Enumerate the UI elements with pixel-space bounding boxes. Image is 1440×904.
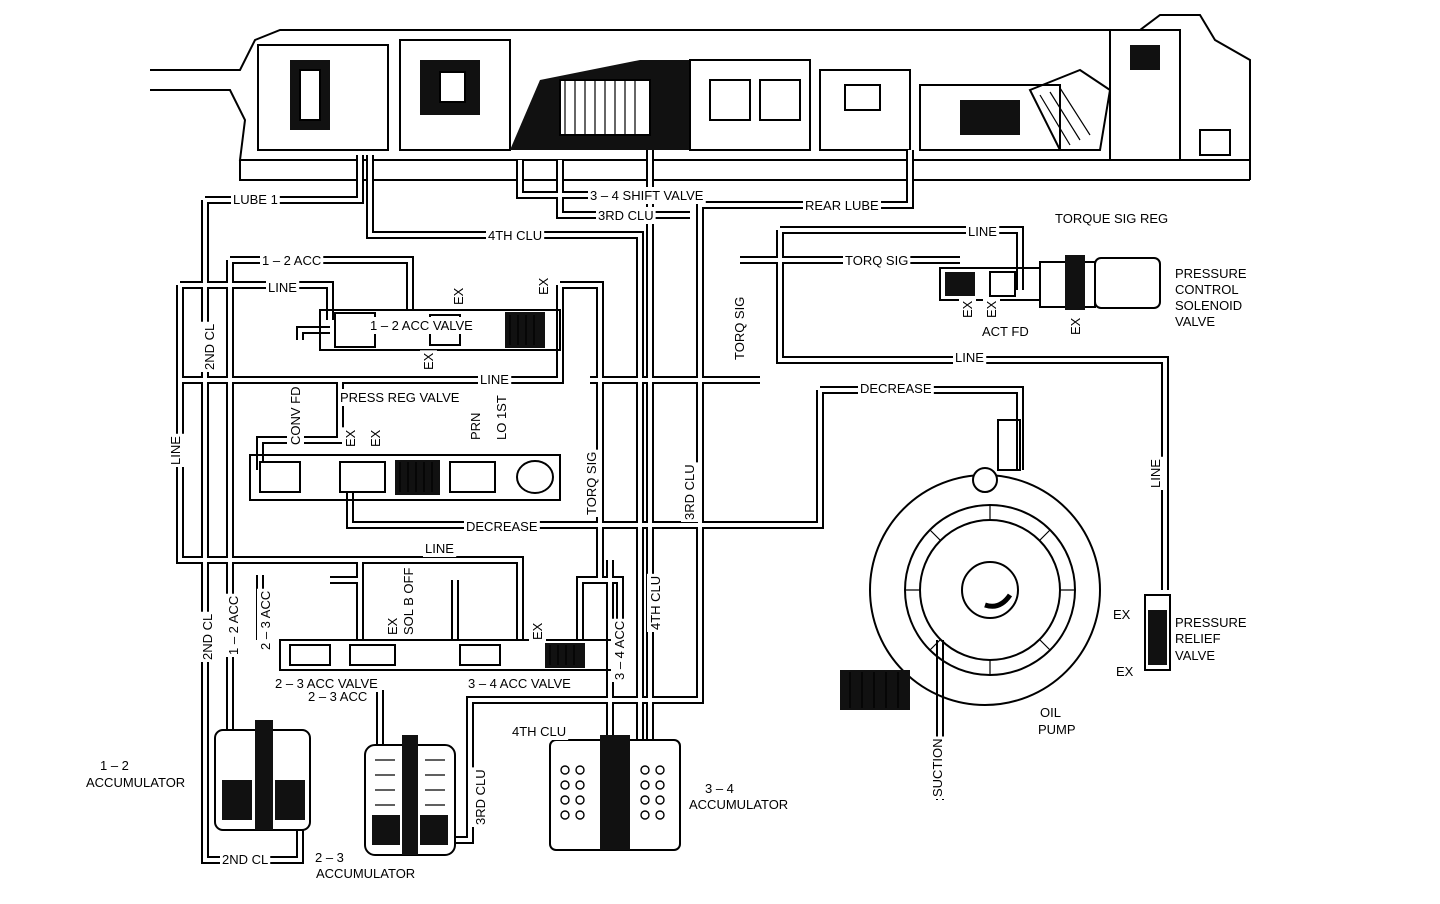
diagram-labels: LUBE 1 3 – 4 SHIFT VALVE REAR LUBE 3RD C… — [84, 187, 1249, 882]
label-sol-b-off: SOL B OFF — [401, 568, 416, 635]
label-4th-clu-top: 4TH CLU — [488, 228, 542, 243]
label-line-top1: LINE — [268, 280, 297, 295]
label-acc12-name-2: ACCUMULATOR — [86, 775, 185, 790]
label-acc23-vert: 2 – 3 ACC — [258, 591, 273, 650]
label-acc34-valve: 3 – 4 ACC VALVE — [468, 676, 571, 691]
label-line-right-vert: LINE — [1148, 459, 1163, 488]
label-pcs-3: SOLENOID — [1175, 298, 1242, 313]
label-lube1: LUBE 1 — [233, 192, 278, 207]
label-ex-10: EX — [530, 622, 545, 640]
label-prv-3: VALVE — [1175, 648, 1215, 663]
oil-pump — [840, 419, 1171, 710]
label-pcs-1: PRESSURE — [1175, 266, 1247, 281]
label-acc12-valve: 1 – 2 ACC VALVE — [370, 318, 473, 333]
accumulator-12 — [214, 720, 311, 831]
label-torq-sig-vert2: TORQ SIG — [584, 452, 599, 515]
label-prv-1: PRESSURE — [1175, 615, 1247, 630]
label-acc23-name-2: ACCUMULATOR — [316, 866, 415, 881]
torque-signal-regulator — [939, 255, 1161, 310]
label-conv-fd: CONV FD — [288, 387, 303, 446]
label-torq-sig-vert: TORQ SIG — [732, 297, 747, 360]
label-oil-pump-1: OIL — [1040, 705, 1061, 720]
acc-23-34-valves — [279, 639, 621, 671]
label-act-fd: ACT FD — [982, 324, 1029, 339]
label-lo1st: LO 1ST — [494, 395, 509, 440]
label-acc34-vert: 3 – 4 ACC — [612, 621, 627, 680]
label-prv-2: RELIEF — [1175, 631, 1221, 646]
label-ex-1: EX — [451, 287, 466, 305]
label-2nd-cl-left: 2ND CL — [202, 324, 217, 370]
label-ex-7: EX — [343, 429, 358, 447]
label-acc12-top: 1 – 2 ACC — [262, 253, 321, 268]
label-ex-9: EX — [385, 617, 400, 635]
label-oil-pump-2: PUMP — [1038, 722, 1076, 737]
label-4th-clu-vert: 4TH CLU — [648, 576, 663, 630]
label-ex-4: EX — [960, 300, 975, 318]
label-ex-8: EX — [368, 429, 383, 447]
label-acc12-vert: 1 – 2 ACC — [226, 596, 241, 655]
label-shift34: 3 – 4 SHIFT VALVE — [590, 188, 704, 203]
label-ex-11: EX — [1113, 607, 1131, 622]
label-line-left-vert: LINE — [168, 436, 183, 465]
label-suction: SUCTION — [930, 739, 945, 798]
label-torq-sig-h: TORQ SIG — [845, 253, 908, 268]
label-line-upper: LINE — [480, 372, 509, 387]
accumulator-34 — [549, 735, 681, 851]
label-4th-clu-bottom: 4TH CLU — [512, 724, 566, 739]
label-prn: PRN — [468, 413, 483, 440]
label-ex-3: EX — [421, 352, 436, 370]
label-pcs-2: CONTROL — [1175, 282, 1239, 297]
label-acc34-name-1: 3 – 4 — [705, 781, 734, 796]
pressure-regulator-valve — [249, 454, 561, 501]
label-2nd-cl-vert: 2ND CL — [200, 614, 215, 660]
label-3rd-clu-top: 3RD CLU — [598, 208, 654, 223]
label-acc23-name-1: 2 – 3 — [315, 850, 344, 865]
label-rear-lube: REAR LUBE — [805, 198, 879, 213]
label-ex-6: EX — [1068, 317, 1083, 335]
label-torque-sig-reg: TORQUE SIG REG — [1055, 211, 1168, 226]
label-acc34-name-2: ACCUMULATOR — [689, 797, 788, 812]
label-pcs-4: VALVE — [1175, 314, 1215, 329]
label-acc23-valve: 2 – 3 ACC VALVE — [275, 676, 378, 691]
label-acc23-bottom: 2 – 3 ACC — [308, 689, 367, 704]
label-decrease-top: DECREASE — [860, 381, 932, 396]
label-3rd-clu-bottom-vert: 3RD CLU — [473, 769, 488, 825]
label-line-mid: LINE — [955, 350, 984, 365]
label-2nd-cl-bottom: 2ND CL — [222, 852, 268, 867]
label-press-reg-valve: PRESS REG VALVE — [340, 390, 460, 405]
transmission-cross-section — [150, 14, 1251, 181]
label-3rd-clu-vert: 3RD CLU — [682, 464, 697, 520]
label-ex-5: EX — [984, 300, 999, 318]
label-line-lower: LINE — [425, 541, 454, 556]
label-acc12-name-1: 1 – 2 — [100, 758, 129, 773]
label-ex-2: EX — [536, 277, 551, 295]
label-line-top-right: LINE — [968, 224, 997, 239]
accumulator-23 — [364, 735, 456, 856]
label-decrease-bottom: DECREASE — [466, 519, 538, 534]
label-ex-12: EX — [1116, 664, 1134, 679]
